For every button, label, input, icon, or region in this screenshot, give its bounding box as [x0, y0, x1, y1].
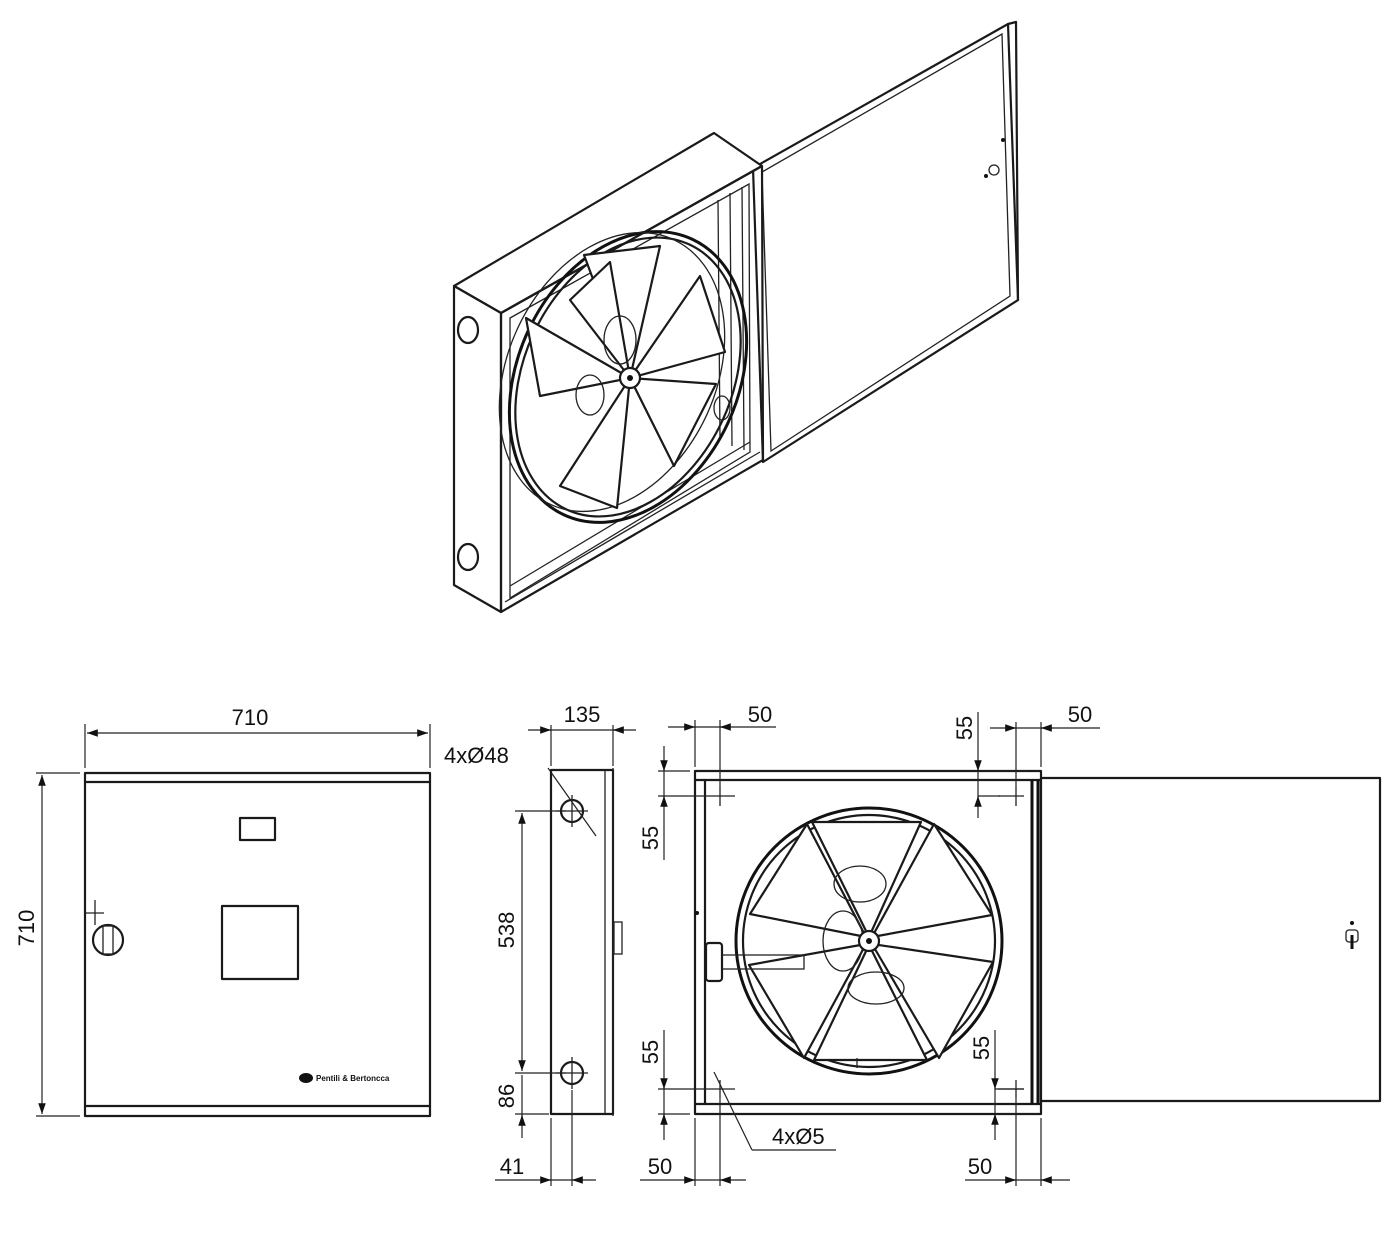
dim-front-width: 710: [84, 705, 431, 768]
dim-rear-bottom-right: 50: [965, 1098, 1070, 1186]
reel-handle: [704, 941, 724, 983]
isometric-view: [452, 20, 1020, 614]
rear-view: 50 50 55 55: [638, 702, 1382, 1186]
front-inspection-window: [220, 904, 300, 981]
dim-55-left-bottom-label: 55: [638, 1040, 663, 1064]
dim-side-left: 41: [495, 1090, 596, 1186]
iso-cabinet-box: [452, 131, 765, 614]
dim-710-height-label: 710: [14, 910, 39, 947]
dim-4x5-label: 4xØ5: [772, 1124, 825, 1149]
front-label-window: [238, 816, 277, 842]
logo-text: Pentili & Bertoncca: [316, 1074, 390, 1083]
dim-50-top-left-label: 50: [748, 702, 772, 727]
dim-side-bottom: 86: [494, 1075, 549, 1138]
dim-538-label: 538: [494, 912, 519, 949]
side-view: 4xØ48 135 538 86: [444, 702, 636, 1186]
dim-rear-left-top: 55: [638, 746, 712, 860]
dim-55-left-top-label: 55: [638, 826, 663, 850]
iso-door: [751, 20, 1020, 464]
front-lock: [86, 900, 125, 957]
iso-hose-reel: [498, 230, 749, 524]
dim-135-label: 135: [564, 702, 601, 727]
dim-rear-right-bottom: 55: [969, 1030, 1041, 1140]
front-logo: Pentili & Bertoncca: [299, 1073, 390, 1083]
dim-4x48-label: 4xØ48: [444, 743, 509, 768]
dim-50-bottom-right-label: 50: [968, 1154, 992, 1179]
dim-front-height: 710: [14, 772, 80, 1117]
dim-rear-top-left: 50: [668, 702, 776, 786]
dim-rear-bottom-left: 50: [640, 1098, 746, 1186]
dim-710-width-label: 710: [232, 705, 269, 730]
dim-side-spacing: 538: [494, 810, 566, 1074]
dim-rear-mount-holes: 4xØ5: [713, 1071, 836, 1151]
dim-55-right-bottom-label: 55: [969, 1036, 994, 1060]
dim-55-top-right-label: 55: [952, 716, 977, 740]
dim-rear-top-right-v: 55: [952, 712, 1028, 818]
front-view: Pentili & Bertoncca 710 710: [14, 705, 432, 1118]
dim-50-top-right-label: 50: [1068, 702, 1092, 727]
dim-41-label: 41: [500, 1154, 524, 1179]
rear-hose-reel: [695, 806, 1004, 1076]
dim-rear-top-right-h: 50: [990, 702, 1100, 786]
dim-50-bottom-left-label: 50: [648, 1154, 672, 1179]
dim-rear-left-bottom: 55: [638, 1030, 712, 1140]
rear-open-door: [1039, 776, 1382, 1103]
dim-side-depth: 135: [528, 702, 636, 766]
dim-86-label: 86: [494, 1084, 519, 1108]
